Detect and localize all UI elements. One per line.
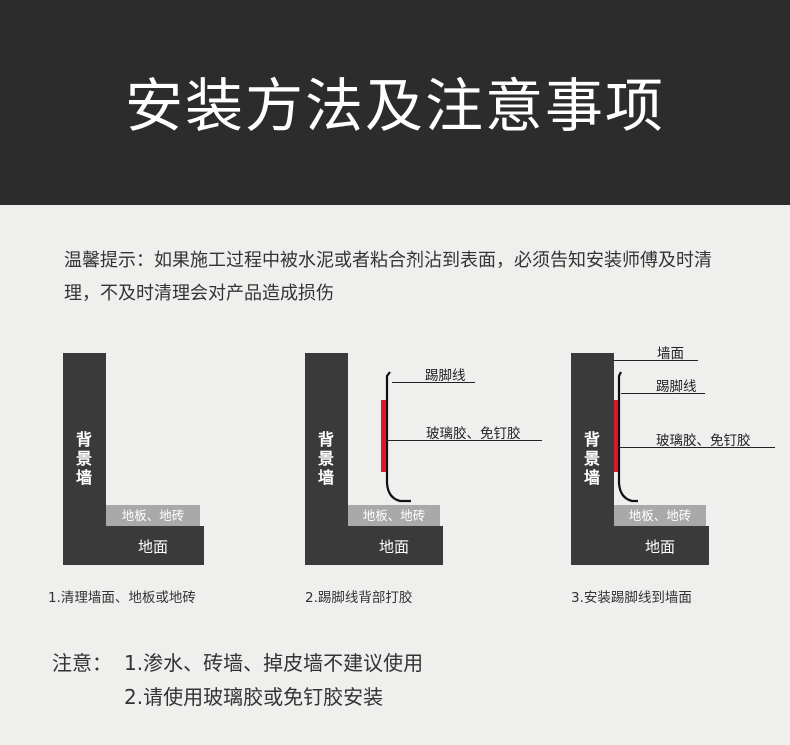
glue-strip (614, 400, 618, 472)
glue-label: 玻璃胶、免钉胶 (426, 426, 521, 442)
glue-label: 玻璃胶、免钉胶 (656, 433, 751, 449)
wall-label-text: 背景墙 (317, 430, 334, 487)
floor-label: 地面 (137, 538, 168, 556)
warm-tip-text: 温馨提示：如果施工过程中被水泥或者粘合剂沾到表面，必须告知安装师傅及时清理，不及… (64, 250, 712, 304)
diagram-step-1: 地板、地砖 背景墙 地面 1.清理墙面、地板或地砖 (0, 340, 250, 620)
skirting-pointer-line (392, 382, 475, 384)
glue-pointer-line (386, 440, 542, 442)
page-title: 安装方法及注意事项 (124, 72, 665, 140)
tile-layer: 地板、地砖 (106, 505, 200, 526)
wall-label: 背景墙 (316, 430, 336, 487)
wall-surface-label: 墙面 (657, 346, 684, 362)
skirting-board (617, 371, 638, 503)
notes-item-2: 2.请使用玻璃胶或免钉胶安装 (124, 685, 384, 709)
wall-label-text: 背景墙 (583, 430, 600, 487)
diagram-step-2: 地板、地砖 背景墙 地面 踢脚线 玻璃胶、免钉胶 2.踢脚线背部打胶 (250, 340, 542, 620)
floor-base (571, 526, 709, 565)
tile-layer: 地板、地砖 (348, 505, 440, 526)
wall-pointer-line (614, 360, 698, 362)
notes-heading: 注意： (52, 651, 112, 675)
glue-pointer-line (618, 447, 775, 449)
tile-layer: 地板、地砖 (614, 505, 706, 526)
wall-label: 背景墙 (74, 430, 94, 487)
step-caption: 3.安装踢脚线到墙面 (571, 590, 692, 606)
step-caption: 2.踢脚线背部打胶 (305, 590, 413, 606)
floor-label: 地面 (378, 538, 409, 556)
skirting-pointer-line (621, 393, 705, 395)
header-banner: 安装方法及注意事项 (0, 0, 790, 205)
skirting-label: 踢脚线 (425, 368, 466, 384)
notes-item-1: 1.渗水、砖墙、掉皮墙不建议使用 (124, 651, 424, 675)
glue-strip (381, 400, 386, 472)
step-caption: 1.清理墙面、地板或地砖 (48, 590, 196, 606)
floor-label: 地面 (644, 538, 675, 556)
wall-label-text: 背景墙 (75, 430, 92, 487)
floor-base (305, 526, 443, 565)
diagram-step-3: 地板、地砖 背景墙 地面 墙面 踢脚线 玻璃胶、免钉胶 3.安装踢脚线到墙面 (510, 340, 775, 620)
floor-base (63, 526, 204, 565)
wall-label: 背景墙 (582, 430, 602, 487)
skirting-label: 踢脚线 (656, 379, 697, 395)
skirting-board (385, 371, 411, 503)
